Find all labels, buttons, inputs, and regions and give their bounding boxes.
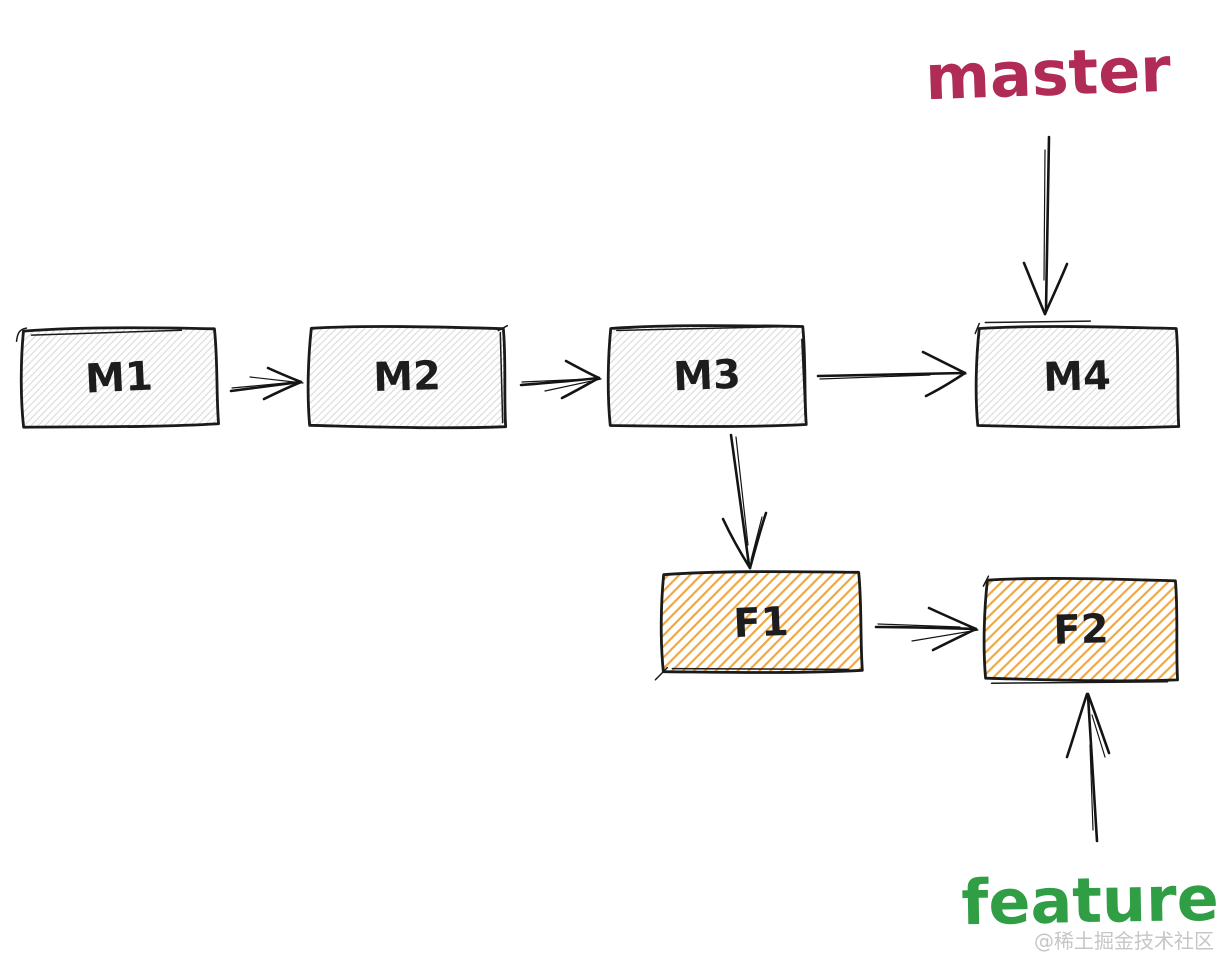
arrowhead-stroke [1065, 692, 1089, 759]
node-f1-box [659, 570, 864, 674]
node-m4-box [974, 325, 1181, 430]
arrow-m3-m4 [816, 350, 967, 398]
arrow-shaft [1086, 694, 1099, 843]
arrow-shaft-overdraw [819, 374, 931, 380]
arrowhead-stroke [931, 627, 978, 652]
arrowhead-stroke [1086, 692, 1111, 755]
arrowhead-stroke [262, 380, 303, 401]
node-m1-box [19, 326, 220, 429]
commit-label-m1: M1 [84, 353, 154, 402]
arrow-shaft-overdraw [1089, 744, 1094, 831]
arrow-shaft [519, 376, 600, 387]
arrowhead-stroke [1022, 261, 1047, 316]
node-m4-overdraw [984, 320, 1092, 324]
arrow-master-to-m4 [1022, 135, 1069, 316]
arrowhead-overdraw [911, 629, 979, 642]
node-m2-box [306, 325, 508, 430]
commit-node-f2: F2 [982, 575, 1179, 684]
arrow-shaft-overdraw [231, 381, 297, 389]
commit-node-m2: M2 [306, 324, 509, 430]
node-m2-corner [497, 324, 509, 332]
node-m3-corner [801, 338, 806, 419]
node-f1-overdraw [671, 667, 850, 671]
arrow-shaft-overdraw [877, 623, 961, 628]
node-m3-box [606, 324, 808, 428]
arrow-shaft [874, 625, 977, 631]
node-m1-corner [15, 327, 28, 342]
arrow-shaft-overdraw [735, 436, 749, 546]
commit-label-m2: M2 [373, 353, 442, 401]
arrow-m2-m3 [519, 359, 602, 400]
arrow-shaft [729, 433, 751, 567]
node-m3-overdraw [616, 325, 789, 332]
arrowhead-overdraw [1091, 714, 1106, 758]
arrowhead-stroke [924, 371, 967, 398]
commit-label-m4: M4 [1043, 353, 1112, 401]
commit-label-m3: M3 [672, 352, 741, 401]
arrow-m3-f1 [721, 433, 768, 570]
arrowhead-stroke [927, 606, 978, 631]
arrow-shaft [1044, 135, 1051, 312]
arrow-m1-m2 [229, 366, 304, 401]
node-m1-overdraw [30, 329, 183, 336]
branch-label-master: master [924, 33, 1172, 115]
node-m2-overdraw [499, 331, 504, 424]
commit-node-m4: M4 [974, 320, 1181, 430]
commit-label-f1: F1 [733, 599, 790, 647]
node-f2-overdraw [990, 681, 1169, 684]
branch-label-feature: feature [961, 862, 1220, 939]
arrowhead-stroke [564, 359, 601, 380]
arrow-shaft [816, 371, 966, 378]
arrowhead-stroke [721, 517, 752, 570]
arrow-shaft [229, 380, 302, 393]
commit-label-f2: F2 [1053, 606, 1109, 653]
arrow-feature-to-f2 [1065, 692, 1111, 843]
arrow-shaft-overdraw [521, 378, 591, 383]
arrow-shaft-overdraw [1043, 149, 1046, 281]
commit-node-m1: M1 [15, 326, 220, 429]
arrow-f1-f2 [874, 606, 979, 652]
commit-node-m3: M3 [606, 324, 808, 428]
commit-node-f1: F1 [654, 570, 864, 681]
arrowhead-overdraw [249, 376, 304, 384]
node-m4-corner [974, 322, 981, 335]
watermark: @稀土掘金技术社区 [1034, 929, 1214, 953]
node-f1-corner [654, 666, 669, 681]
node-f2-corner [982, 575, 990, 587]
arrowhead-overdraw [544, 378, 602, 392]
arrowhead-stroke [748, 511, 768, 570]
arrowhead-overdraw [929, 355, 967, 375]
arrowhead-stroke [266, 366, 303, 384]
node-f2-box [982, 577, 1179, 683]
arrowhead-stroke [1043, 262, 1069, 316]
arrowhead-overdraw [750, 516, 763, 561]
